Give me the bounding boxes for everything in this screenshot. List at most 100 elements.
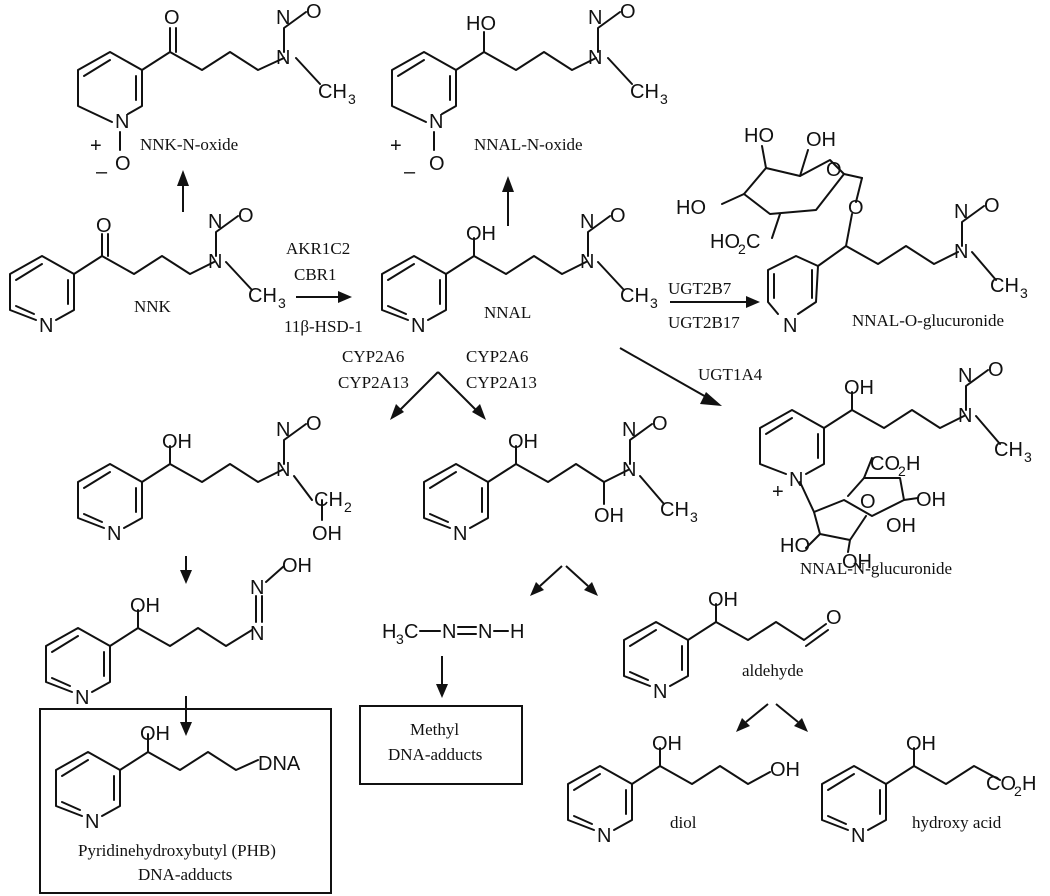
label-nnal-o-glucuronide: NNAL-O-glucuronide — [852, 311, 1004, 330]
enzyme-cyp2a6-left: CYP2A6 — [342, 347, 404, 366]
nnk-structure: N O N N O CH 3 NNK — [9, 205, 286, 337]
enzyme-cyp2a13-right: CYP2A13 — [466, 373, 537, 392]
diol-oh-1: OH — [652, 733, 682, 755]
ald-carbonyl-o: O — [826, 607, 842, 629]
mth-ch3: CH — [660, 499, 689, 521]
arrow-nnal-to-n-oxide — [502, 176, 514, 226]
o-gluc-linker-o: O — [848, 197, 864, 219]
n-gluc-co2h: CO — [870, 453, 900, 475]
label-nnk-n-oxide: NNK-N-oxide — [140, 135, 238, 154]
nnal-pyridine-n: N — [411, 315, 425, 337]
nnal-ch3-sub: 3 — [650, 295, 658, 311]
mhi-ch2-sub: 2 — [344, 499, 352, 515]
n-gluc-ch3-sub: 3 — [1024, 449, 1032, 465]
nnal-n-glucuronide-structure: N + OH N N O CH 3 CO 2 H O OH OH OH HO N… — [759, 359, 1032, 578]
n-glucuronidation-step: UGT1A4 — [619, 347, 763, 406]
label-nnal-n-glucuronide: NNAL-N-glucuronide — [800, 559, 952, 578]
mhi-amine-n: N — [276, 459, 290, 481]
mhi-ch2-oh: OH — [312, 523, 342, 545]
nnk-n-oxide-minus: – — [96, 161, 108, 183]
md-h3c: H — [382, 621, 396, 643]
diol-structure: N OH OH diol — [567, 733, 800, 847]
phb-box-subtitle: DNA-adducts — [138, 865, 232, 884]
nnal-nitroso-o: O — [610, 205, 626, 227]
nnk-n-oxide-plus: + — [90, 135, 102, 157]
mth-nitroso-n: N — [622, 419, 636, 441]
aldehyde-split-arrows — [736, 703, 808, 732]
mth-oh-top: OH — [508, 431, 538, 453]
mth-oh-bottom: OH — [594, 505, 624, 527]
dh-n1: N — [250, 623, 264, 645]
o-gluc-ho-top: HO — [744, 125, 774, 147]
mhi-oh: OH — [162, 431, 192, 453]
nnk-n-oxide-o: O — [115, 153, 131, 175]
methyl-box-title: Methyl — [410, 720, 459, 739]
arrow-nnk-to-n-oxide — [177, 170, 189, 212]
o-gluc-nitroso-o: O — [984, 195, 1000, 217]
mhi-nitroso-n: N — [276, 419, 290, 441]
nnk-ch3-sub: 3 — [278, 295, 286, 311]
n-gluc-amine-n: N — [958, 405, 972, 427]
dh-pyridine-n: N — [75, 687, 89, 709]
reduction-step: AKR1C2 CBR1 11β-HSD-1 — [284, 239, 363, 336]
label-nnk: NNK — [134, 297, 172, 316]
phb-oh: OH — [140, 723, 170, 745]
enzyme-11b-hsd-1: 11β-HSD-1 — [284, 317, 363, 336]
nnk-amine-n: N — [208, 251, 222, 273]
nnal-n-oxide-nitroso-o: O — [620, 1, 636, 23]
nnk-nitroso-n: N — [208, 211, 222, 233]
methyl-box-subtitle: DNA-adducts — [388, 745, 482, 764]
n-gluc-ch3: CH — [994, 439, 1023, 461]
md-c: C — [404, 621, 418, 643]
arrow-left-column-2 — [180, 696, 192, 736]
nnal-n-oxide-ch3: CH — [630, 81, 659, 103]
nnk-n-oxide-ch3: CH — [318, 81, 347, 103]
ha-co2h-sub: 2 — [1014, 783, 1022, 799]
nnal-n-oxide-nitroso-n: N — [588, 7, 602, 29]
nnal-oh: OH — [466, 223, 496, 245]
md-n1: N — [442, 621, 456, 643]
ha-co2h-h: H — [1022, 773, 1036, 795]
enzyme-ugt2b7: UGT2B7 — [668, 279, 732, 298]
split-arrows — [530, 565, 598, 596]
nnal-n-oxide-amine-n: N — [588, 47, 602, 69]
enzyme-cyp2a6-right: CYP2A6 — [466, 347, 528, 366]
o-gluc-nitroso-n: N — [954, 201, 968, 223]
n-gluc-oh: OH — [844, 377, 874, 399]
o-gluc-ho2c-sub: 2 — [738, 241, 746, 257]
n-gluc-oh-mid: OH — [886, 515, 916, 537]
enzyme-cbr1: CBR1 — [294, 265, 337, 284]
n-gluc-nitroso-o: O — [988, 359, 1004, 381]
methyl-dna-adducts-box: Methyl DNA-adducts — [359, 705, 523, 785]
diazohydroxide-intermediate: N OH N N OH — [45, 555, 312, 709]
enzyme-akr1c2: AKR1C2 — [286, 239, 350, 258]
dh-n-oh: OH — [282, 555, 312, 577]
nnal-n-oxide-ch3-sub: 3 — [660, 91, 668, 107]
phb-dna: DNA — [258, 753, 301, 775]
o-gluc-ho2c-c: C — [746, 231, 760, 253]
diol-oh-2: OH — [770, 759, 800, 781]
nnal-n-oxide-o: O — [429, 153, 445, 175]
nnal-n-oxide-structure: N O + – HO N N O CH 3 NNAL-N-oxide — [390, 1, 668, 183]
nnk-n-oxide-pyridine-n: N — [115, 111, 129, 133]
md-h3c-sub: 3 — [396, 631, 404, 647]
nnal-o-glucuronide-structure: HO HO OH O O HO 2 C N N N O CH 3 NNAL-O-… — [676, 125, 1028, 337]
label-hydroxy-acid: hydroxy acid — [912, 813, 1002, 832]
dh-oh: OH — [130, 595, 160, 617]
methyl-hydroxy-intermediate: N OH OH N N O CH 3 — [423, 413, 698, 545]
n-gluc-co2h-sub: 2 — [898, 463, 906, 479]
n-gluc-plus: + — [772, 481, 784, 503]
phb-dna-adducts-box: N OH DNA Pyridinehydroxybutyl (PHB) DNA-… — [39, 708, 332, 894]
o-glucuronidation-step: UGT2B7 UGT2B17 — [668, 279, 760, 332]
enzyme-ugt1a4: UGT1A4 — [698, 365, 763, 384]
o-gluc-ch3: CH — [990, 275, 1019, 297]
n-gluc-co2h-h: H — [906, 453, 920, 475]
mhi-nitroso-o: O — [306, 413, 322, 435]
phb-box-title: Pyridinehydroxybutyl (PHB) — [78, 841, 276, 860]
nnk-n-oxide-nitroso-n: N — [276, 7, 290, 29]
o-gluc-pyridine-n: N — [783, 315, 797, 337]
methylene-hydroxy-intermediate: N OH N N O CH 2 OH — [77, 413, 352, 545]
label-nnal-n-oxide: NNAL-N-oxide — [474, 135, 583, 154]
ha-oh: OH — [906, 733, 936, 755]
